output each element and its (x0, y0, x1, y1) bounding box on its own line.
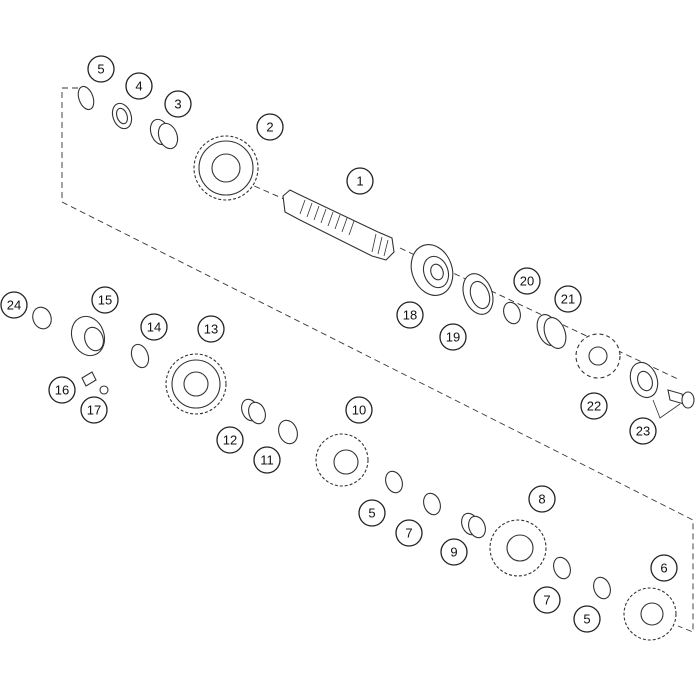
svg-text:5: 5 (97, 62, 104, 77)
circlip-5-low[interactable] (591, 575, 614, 601)
callout-3[interactable]: 3 (164, 90, 192, 118)
svg-text:18: 18 (403, 308, 417, 323)
svg-text:20: 20 (520, 274, 534, 289)
svg-text:7: 7 (405, 526, 412, 541)
svg-text:5: 5 (368, 506, 375, 521)
ball-bearing-18[interactable] (404, 239, 459, 302)
svg-text:10: 10 (352, 403, 366, 418)
callout-5-low[interactable]: 5 (573, 605, 601, 633)
svg-text:16: 16 (55, 383, 69, 398)
callout-8[interactable]: 8 (528, 485, 556, 513)
callout-13[interactable]: 13 (197, 315, 225, 343)
gear-2[interactable] (193, 135, 259, 201)
svg-text:6: 6 (660, 561, 667, 576)
svg-text:11: 11 (260, 453, 274, 468)
spacer-sleeve-21[interactable] (533, 312, 570, 352)
washer-7-mid[interactable] (421, 491, 444, 517)
callout-4[interactable]: 4 (125, 72, 153, 100)
main-shaft[interactable] (282, 189, 395, 261)
callout-16[interactable]: 16 (48, 376, 76, 404)
needle-bearing-top[interactable] (147, 117, 181, 152)
callout-18[interactable]: 18 (396, 301, 424, 329)
svg-text:8: 8 (538, 492, 545, 507)
gear-8[interactable] (489, 519, 547, 577)
svg-text:14: 14 (147, 320, 161, 335)
svg-text:9: 9 (450, 545, 457, 560)
callout-7-low[interactable]: 7 (533, 586, 561, 614)
svg-text:17: 17 (87, 403, 101, 418)
washer-7-low[interactable] (551, 555, 574, 581)
circlip-top[interactable] (75, 84, 96, 111)
svg-text:15: 15 (98, 293, 112, 308)
svg-text:22: 22 (587, 399, 601, 414)
callout-11[interactable]: 11 (253, 446, 281, 474)
callout-5-mid[interactable]: 5 (358, 499, 386, 527)
callout-7-mid[interactable]: 7 (395, 519, 423, 547)
callout-22[interactable]: 22 (580, 392, 608, 420)
svg-text:21: 21 (561, 292, 575, 307)
circlip-5-mid[interactable] (383, 469, 406, 495)
svg-text:5: 5 (583, 612, 590, 627)
svg-text:19: 19 (446, 330, 460, 345)
callout-6[interactable]: 6 (650, 554, 678, 582)
ball-17[interactable] (99, 385, 109, 395)
svg-text:23: 23 (636, 424, 650, 439)
screw-16[interactable] (81, 371, 97, 387)
callout-2[interactable]: 2 (256, 113, 284, 141)
callout-1[interactable]: 1 (346, 167, 374, 195)
callout-10[interactable]: 10 (345, 396, 373, 424)
svg-text:1: 1 (356, 174, 363, 189)
thrust-washer-top[interactable] (109, 101, 135, 132)
washer-14[interactable] (128, 342, 151, 370)
svg-text:3: 3 (174, 97, 181, 112)
callout-24[interactable]: 24 (0, 291, 28, 319)
callout-23[interactable]: 23 (629, 417, 657, 445)
circlip-24[interactable] (30, 305, 54, 332)
callout-20[interactable]: 20 (513, 267, 541, 295)
svg-text:24: 24 (7, 298, 21, 313)
o-ring-20[interactable] (501, 300, 524, 326)
callout-21[interactable]: 21 (554, 285, 582, 313)
washer-23[interactable] (626, 359, 663, 402)
needle-bearing-9[interactable] (459, 511, 489, 540)
gear-6[interactable] (623, 587, 677, 641)
callout-17[interactable]: 17 (80, 396, 108, 424)
svg-text:4: 4 (135, 79, 142, 94)
callout-12[interactable]: 12 (216, 426, 244, 454)
svg-text:13: 13 (204, 322, 218, 337)
callout-9[interactable]: 9 (440, 538, 468, 566)
sprocket-bolt[interactable] (667, 389, 695, 409)
svg-text:2: 2 (266, 120, 273, 135)
callout-14[interactable]: 14 (140, 313, 168, 341)
ball-bearing-15[interactable] (66, 312, 110, 361)
needle-bearing-12[interactable] (239, 397, 269, 426)
sprocket-22[interactable] (575, 333, 621, 379)
gear-10[interactable] (315, 433, 369, 487)
callout-5-top[interactable]: 5 (87, 55, 115, 83)
washer-11[interactable] (275, 418, 300, 447)
callout-19[interactable]: 19 (439, 323, 467, 351)
svg-text:12: 12 (223, 433, 237, 448)
callout-15[interactable]: 15 (91, 286, 119, 314)
shaft-seal-19[interactable] (458, 269, 499, 318)
gear-13[interactable] (165, 353, 227, 415)
svg-text:7: 7 (543, 593, 550, 608)
